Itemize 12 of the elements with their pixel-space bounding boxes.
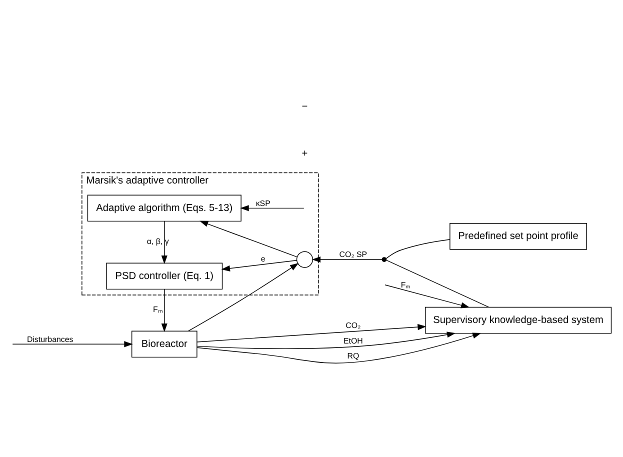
label: − [302,102,308,113]
edge-label: Disturbances [26,334,74,344]
edge-label: Fₘ [400,280,411,290]
edge-label: CO₂ SP [339,250,368,260]
edge-label: RQ [347,351,360,360]
edge-label: e [260,254,266,264]
edge-label: Fₘ [152,305,163,314]
edge-label: CO₂ [346,321,361,330]
edge-label: κSP [256,198,270,208]
edge-label: α, β, γ [146,237,169,246]
label: + [302,148,308,160]
edge-label: EtOH [343,336,363,346]
